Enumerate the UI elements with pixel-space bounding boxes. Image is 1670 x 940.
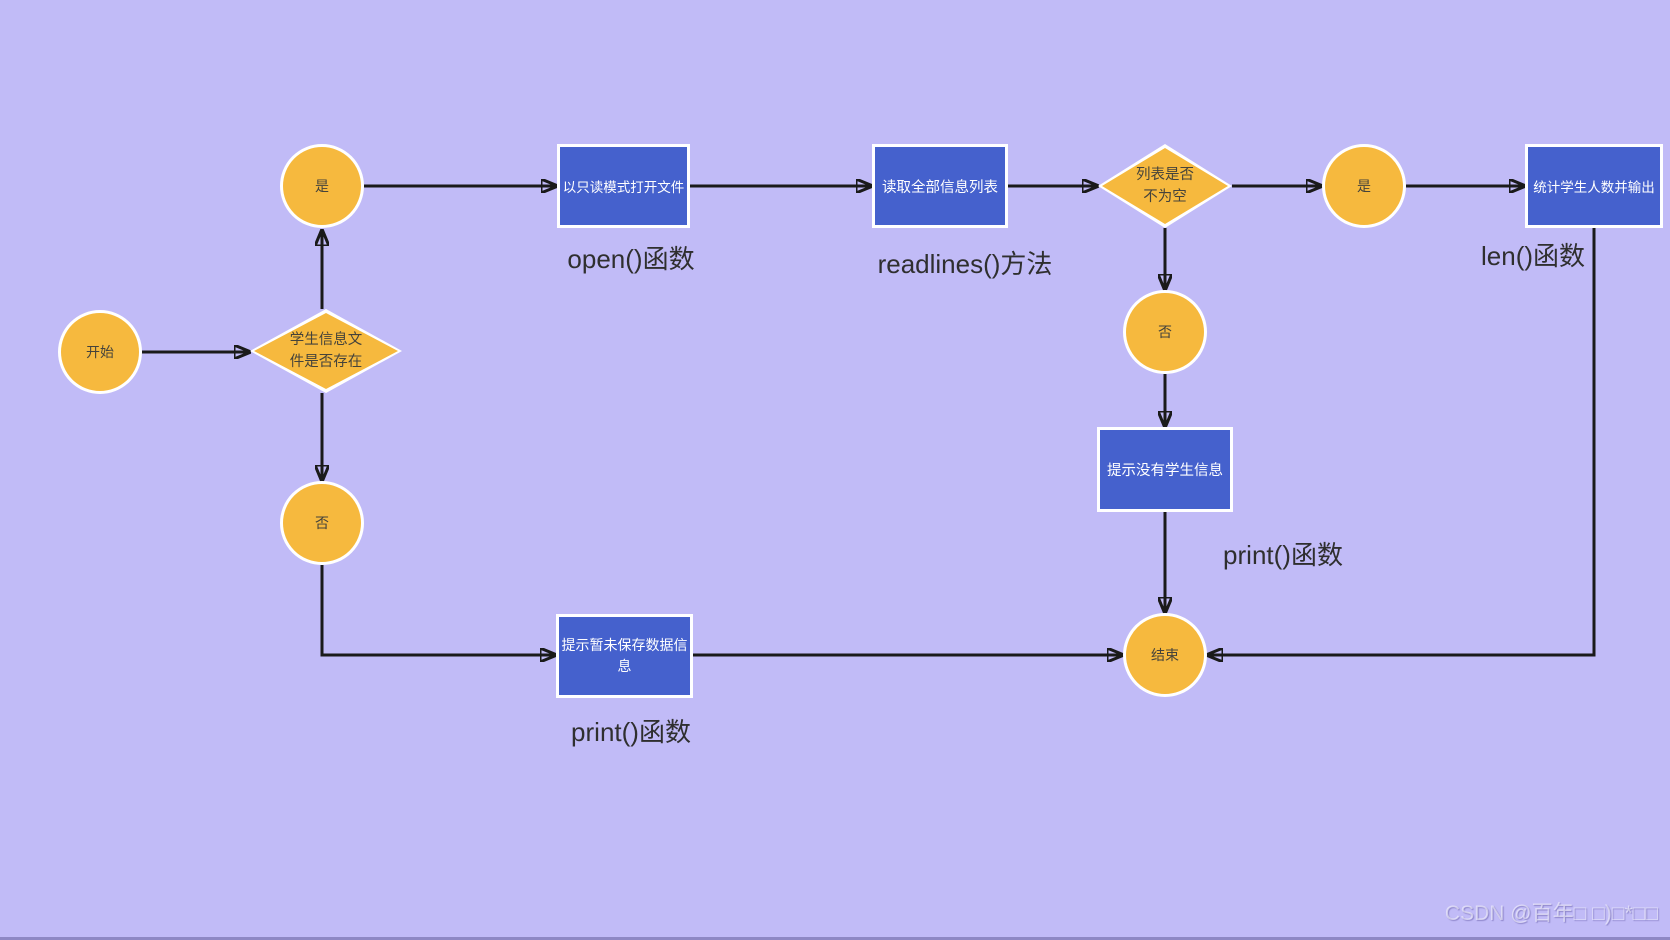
annotation-readlines-method: readlines()方法 (877, 249, 1053, 279)
node-no-branch-left: 否 (280, 481, 364, 565)
decision-list-not-empty-label: 列表是否 不为空 (1136, 167, 1194, 205)
annotation-len-function: len()函数 (1480, 241, 1586, 271)
process-count-students-output-label: 统计学生人数并输出 (1533, 180, 1655, 195)
connector-count-output-to-end (1207, 228, 1596, 655)
process-no-saved-data-label: 提示暂未保存数据信 息 (561, 637, 688, 674)
node-no-branch-right: 否 (1123, 290, 1207, 374)
process-no-student-info-label: 提示没有学生信息 (1107, 463, 1223, 479)
csdn-watermark: CSDN @百年□ □)□*□□ (1444, 902, 1658, 925)
annotation-print-function-left: print()函数 (571, 717, 691, 747)
connector-no-to-no-saved-info (320, 565, 556, 655)
node-yes-branch-right: 是 (1322, 144, 1406, 228)
decision-file-exists: 学生信息文 件是否存在 (250, 309, 402, 393)
annotation-open-function: open()函数 (567, 244, 695, 274)
node-yes-label: 是 (315, 178, 329, 194)
process-count-students-output: 统计学生人数并输出 (1525, 144, 1663, 228)
annotation-print-function-right: print()函数 (1223, 540, 1343, 570)
decision-list-not-empty: 列表是否 不为空 (1098, 144, 1232, 228)
process-no-saved-data-prompt: 提示暂未保存数据信 息 (556, 614, 693, 698)
node-no-label: 否 (315, 515, 329, 531)
process-no-student-info-prompt: 提示没有学生信息 (1097, 427, 1233, 512)
node-end: 结束 (1123, 613, 1207, 697)
node-yes-label: 是 (1357, 178, 1371, 194)
node-no-label: 否 (1158, 324, 1172, 340)
process-open-file-label: 以只读模式打开文件 (562, 180, 685, 195)
process-open-file: 以只读模式打开文件 (557, 144, 690, 228)
node-yes-branch-left: 是 (280, 144, 364, 228)
node-start: 开始 (58, 310, 142, 394)
decision-file-exists-label: 学生信息文 件是否存在 (289, 332, 363, 370)
node-end-label: 结束 (1151, 647, 1179, 663)
process-read-all-info-label: 读取全部信息列表 (882, 179, 998, 196)
process-read-all-info: 读取全部信息列表 (872, 144, 1008, 228)
node-start-label: 开始 (86, 344, 114, 360)
